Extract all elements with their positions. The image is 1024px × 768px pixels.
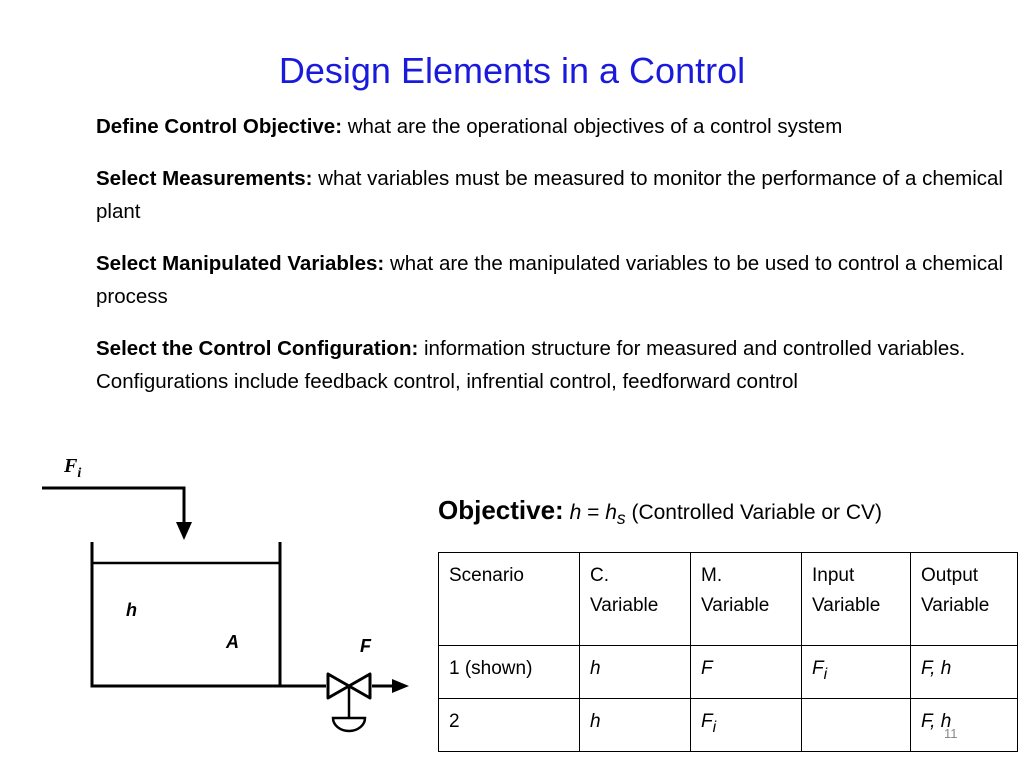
objective-line: Objective: h = hs (Controlled Variable o…	[438, 495, 882, 529]
bullet-measurements: Select Measurements: what variables must…	[96, 162, 1016, 228]
bullet-manipulated-variables: Select Manipulated Variables: what are t…	[96, 247, 1016, 313]
table-header-row: Scenario C. Variable M. Variable Input V…	[438, 552, 1018, 646]
bullet-lead: Select the Control Configuration:	[96, 337, 419, 360]
tank-diagram: Fi h A F	[42, 455, 409, 733]
objective-equals: =	[581, 501, 606, 524]
bullet-text: information structure for measured and c…	[96, 337, 966, 393]
bullet-text: what are the operational objectives of a…	[342, 115, 843, 138]
table-cell: F, h	[910, 645, 1018, 699]
inflow-label: Fi	[63, 455, 81, 481]
table-header-cell: Input Variable	[801, 552, 911, 646]
bullet-lead: Select Manipulated Variables:	[96, 252, 385, 275]
table-cell	[801, 697, 911, 752]
table-row: 1 (shown) h F Fi F, h	[438, 645, 1018, 699]
table-cell: F, h	[910, 697, 1018, 752]
objective-h: h	[569, 501, 582, 524]
table-cell: 1 (shown)	[438, 645, 580, 699]
objective-hs: hs	[605, 501, 626, 529]
outflow-arrow-icon	[392, 679, 409, 693]
objective-lead: Objective:	[438, 495, 564, 525]
table-header-cell: C. Variable	[579, 552, 691, 646]
table-cell: F	[690, 645, 802, 699]
table-row: 2 h Fi F, h	[438, 697, 1018, 752]
table-cell: h	[579, 697, 691, 752]
valve-icon	[326, 672, 372, 700]
bullet-lead: Select Measurements:	[96, 167, 313, 190]
table-cell: Fi	[690, 697, 802, 752]
bullet-text: what variables must be measured to monit…	[96, 167, 1003, 223]
bullet-list: Define Control Objective: what are the o…	[96, 110, 1016, 450]
bullet-lead: Define Control Objective:	[96, 115, 343, 138]
scenario-table: Scenario C. Variable M. Variable Input V…	[438, 552, 1018, 752]
tank-walls	[90, 542, 282, 688]
bullet-text: what are the manipulated variables to be…	[96, 252, 1004, 308]
page-number: 11	[944, 726, 958, 741]
valve-actuator-icon	[331, 716, 367, 733]
area-label: A	[225, 632, 239, 652]
table-cell: h	[579, 645, 691, 699]
outflow-label: F	[360, 636, 372, 656]
table-cell: 2	[438, 697, 580, 752]
inflow-pipe	[42, 486, 186, 526]
bullet-control-objective: Define Control Objective: what are the o…	[96, 110, 1016, 143]
table-header-cell: M. Variable	[690, 552, 802, 646]
inflow-arrow-icon	[176, 522, 192, 540]
level-label: h	[126, 600, 137, 620]
table-header-cell: Output Variable	[910, 552, 1018, 646]
table-header-cell: Scenario	[438, 552, 580, 646]
bullet-control-configuration: Select the Control Configuration: inform…	[96, 332, 1016, 398]
objective-rest: (Controlled Variable or CV)	[625, 501, 883, 524]
table-cell: Fi	[801, 645, 911, 699]
slide-title: Design Elements in a Control	[278, 50, 746, 91]
